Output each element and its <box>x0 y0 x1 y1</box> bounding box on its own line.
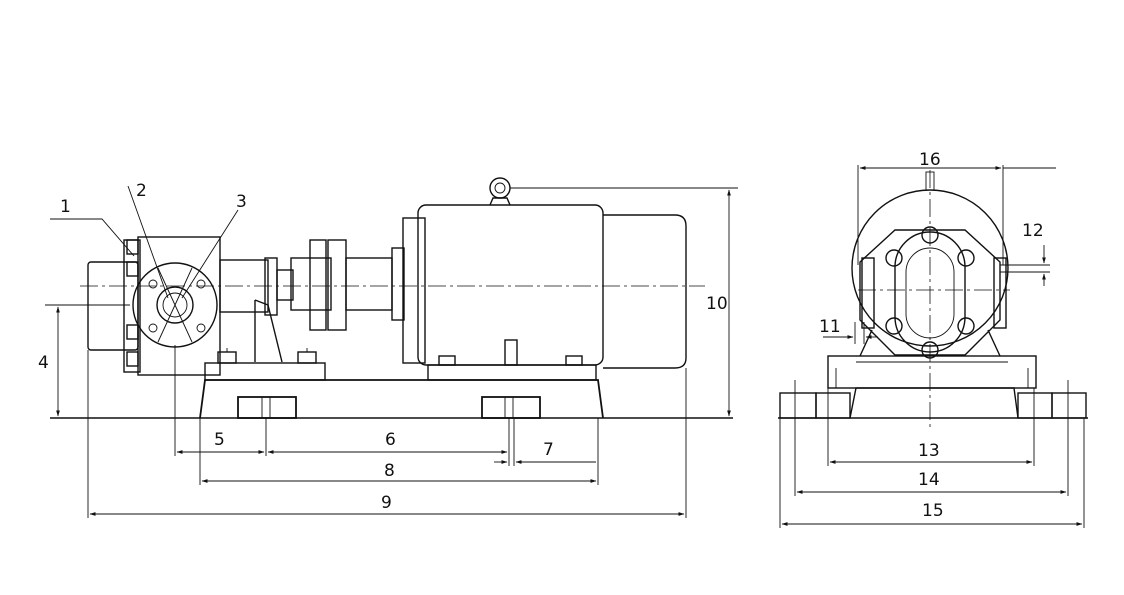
front-labels: 1 2 3 4 5 6 7 8 9 10 <box>38 181 728 513</box>
dimension-label-10: 10 <box>706 294 728 314</box>
base-plate <box>199 379 604 419</box>
coupling <box>290 239 405 331</box>
front-view <box>45 177 738 518</box>
dimension-label-11: 11 <box>819 317 841 337</box>
leader-label-2: 2 <box>136 181 147 201</box>
dimension-label-7: 7 <box>543 440 554 460</box>
dimension-label-4: 4 <box>38 353 49 373</box>
dimension-label-6: 6 <box>385 430 396 450</box>
leader-label-1: 1 <box>60 197 71 217</box>
gear-pump <box>87 236 294 376</box>
dimension-label-13: 13 <box>918 441 940 461</box>
dimension-label-16: 16 <box>919 150 941 170</box>
side-labels: 11 12 13 14 15 16 <box>819 150 1044 521</box>
side-view <box>778 165 1088 528</box>
dimension-label-9: 9 <box>381 493 392 513</box>
dimension-label-12: 12 <box>1022 221 1044 241</box>
dimension-label-15: 15 <box>922 501 944 521</box>
pump-bracket <box>204 299 326 381</box>
motor <box>402 177 687 381</box>
side-base <box>778 355 1088 419</box>
dimension-label-14: 14 <box>918 470 940 490</box>
dimension-label-5: 5 <box>214 430 225 450</box>
dimension-label-8: 8 <box>384 461 395 481</box>
leader-label-3: 3 <box>236 192 247 212</box>
